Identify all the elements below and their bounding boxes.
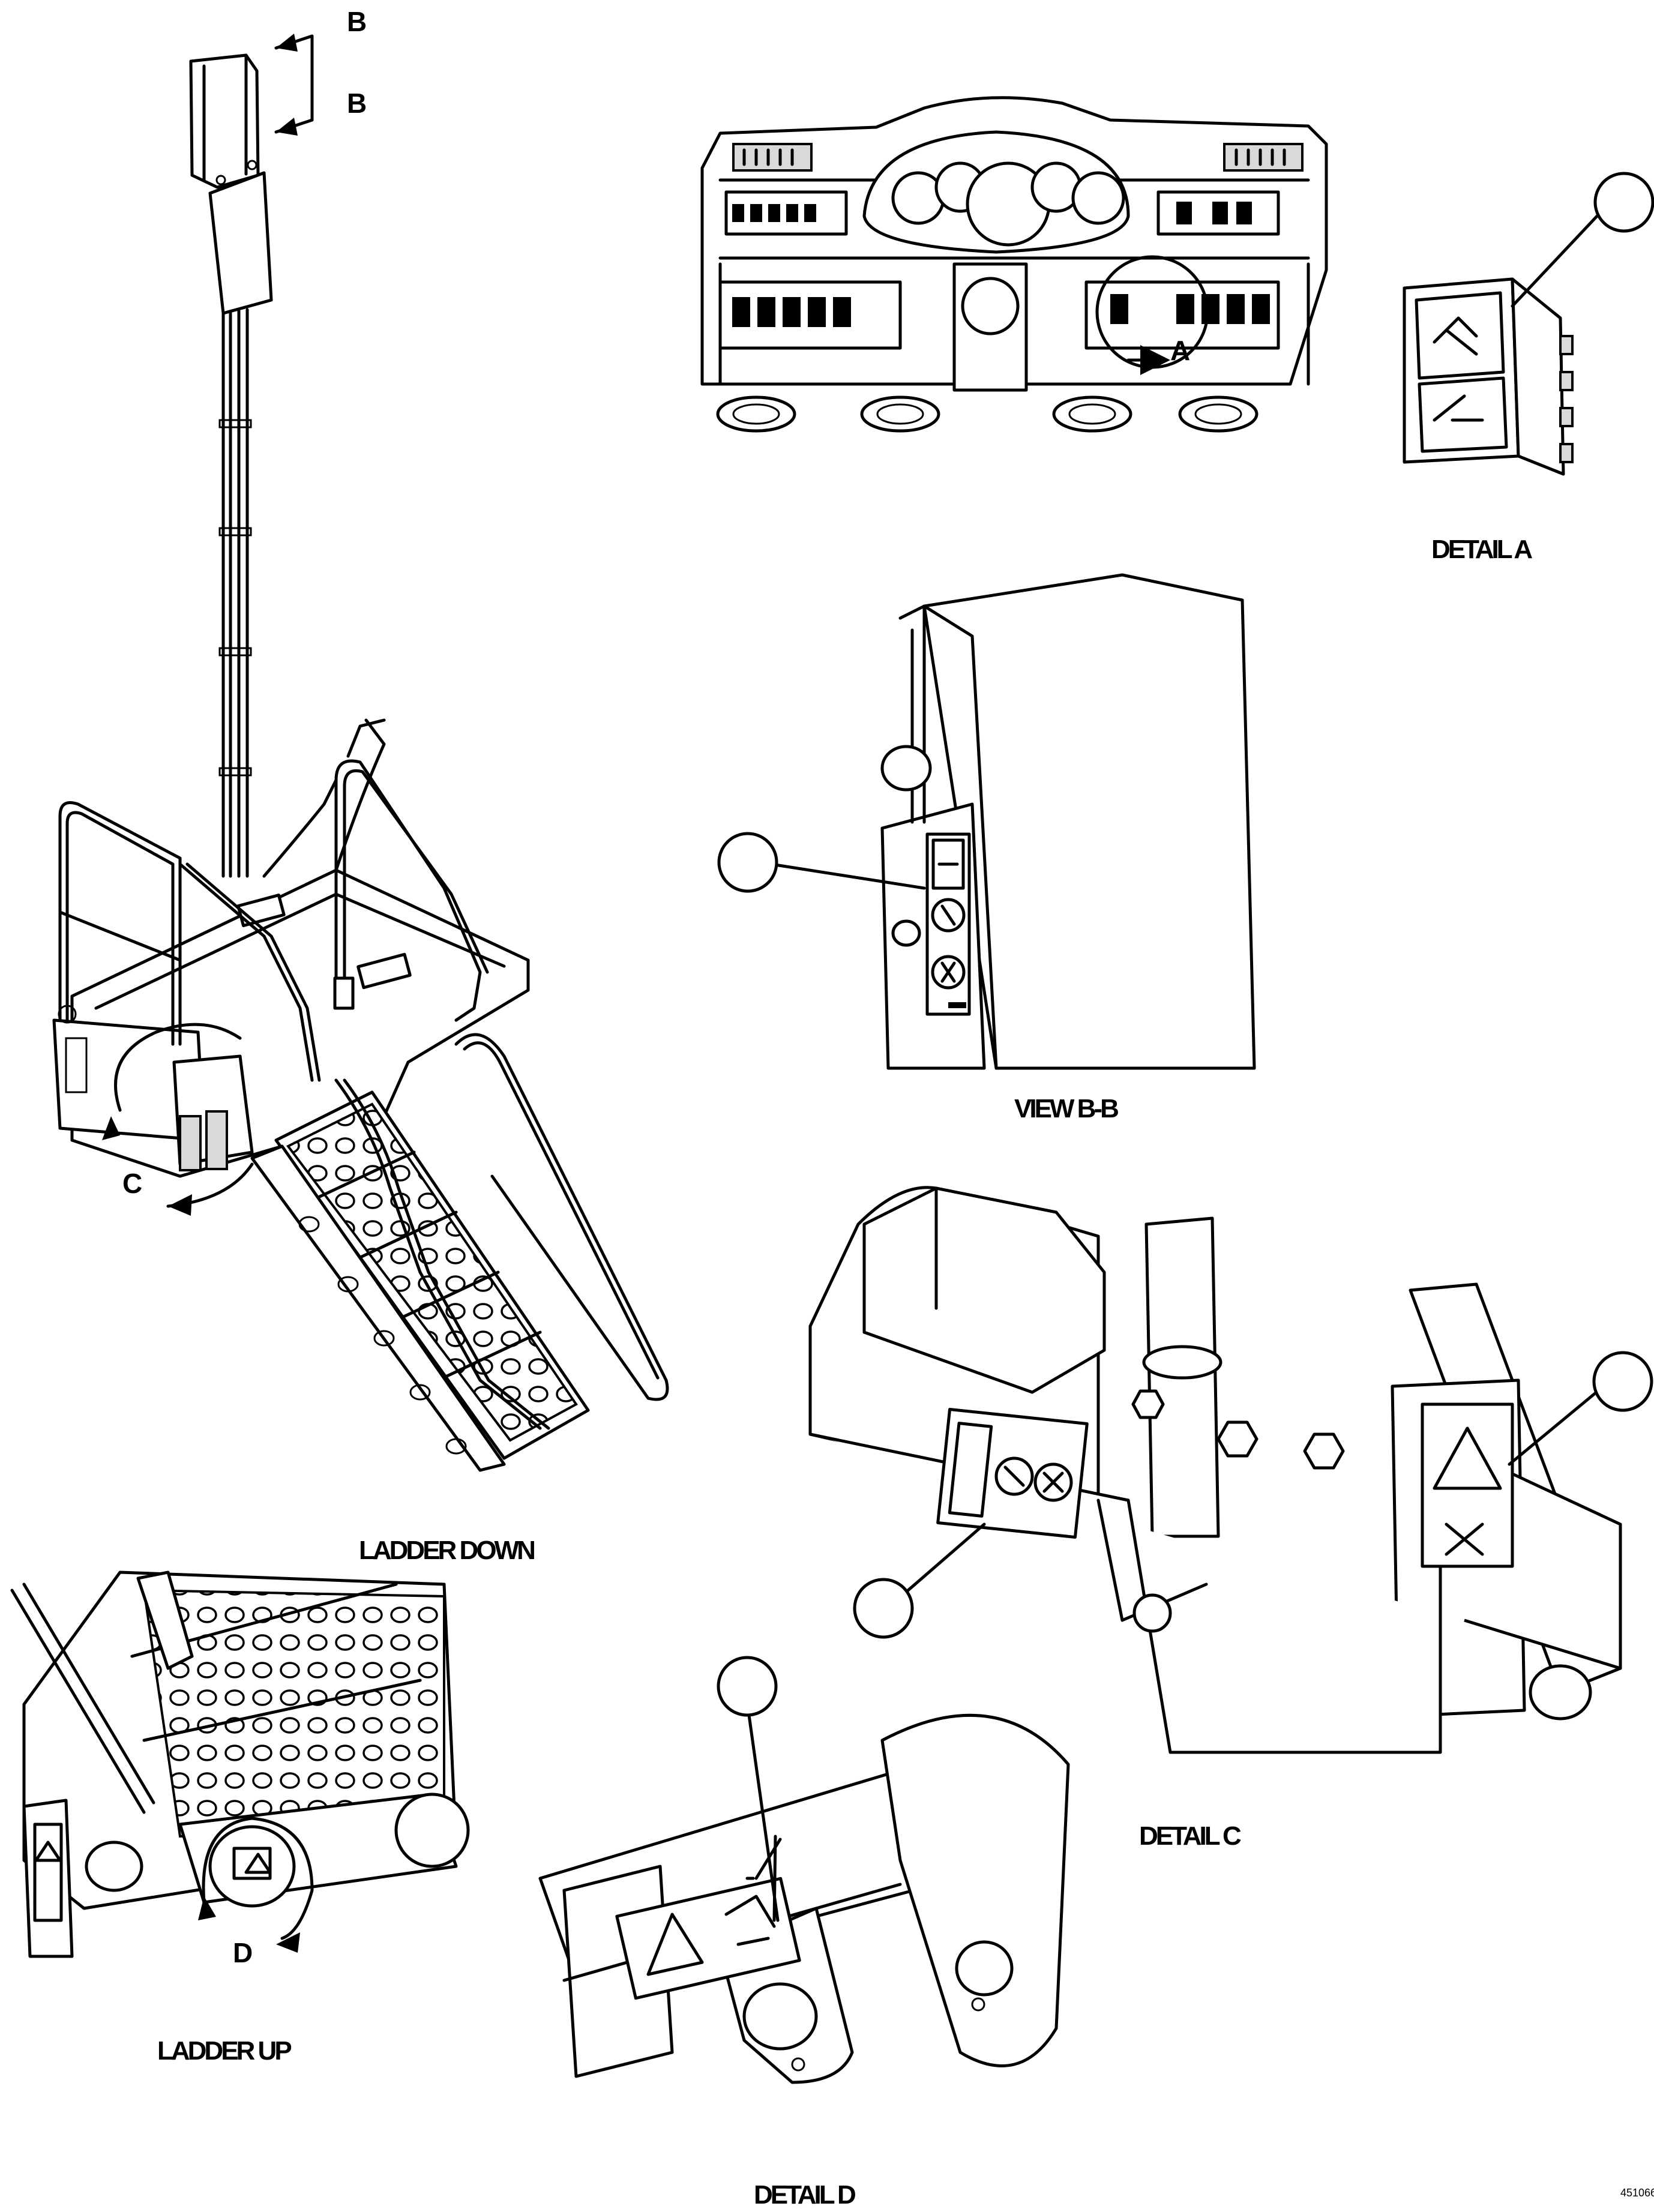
inclined-ladder [250, 1033, 669, 1472]
section-bb-indicator [274, 34, 314, 136]
ladder-down-assembly [52, 53, 669, 1472]
left-handrail [58, 801, 321, 1082]
callout-detail-a [1593, 172, 1654, 233]
label-arrow-a: A [1170, 335, 1190, 366]
ladder-up-assembly [10, 1570, 470, 1958]
callout-view-bb [717, 832, 778, 893]
detail-c-pivot [808, 1186, 1622, 1754]
view-bb-cover [769, 573, 1256, 1070]
detail-a-rocker-switch [1403, 202, 1610, 476]
platform [52, 868, 530, 1178]
callout-detail-c-decal-2 [1592, 1351, 1653, 1412]
detail-d-clevis [538, 1713, 1070, 2084]
label-detail-d: DETAIL D [754, 2180, 855, 2210]
label-ladder-up: LADDER UP [157, 2036, 291, 2066]
label-section-b-bottom: B [347, 88, 367, 119]
callout-detail-c-decal-1 [853, 1578, 914, 1639]
leader-detail-d [747, 1713, 780, 1922]
callout-detail-d [717, 1656, 778, 1717]
label-arrow-d: D [233, 1937, 253, 1968]
upper-bracket [189, 53, 273, 315]
hydraulic-lines [218, 308, 252, 878]
drawing-id: 451066 [1620, 2187, 1654, 2199]
right-handrail [262, 718, 489, 1022]
dashboard-panel [700, 96, 1328, 433]
label-section-b-top: B [347, 6, 367, 37]
label-ladder-down: LADDER DOWN [359, 1536, 534, 1565]
label-detail-a: DETAIL A [1431, 535, 1532, 564]
label-view-bb: VIEW B-B [1014, 1094, 1118, 1123]
label-detail-c: DETAIL C [1139, 1821, 1241, 1851]
label-arrow-c: C [122, 1168, 142, 1199]
